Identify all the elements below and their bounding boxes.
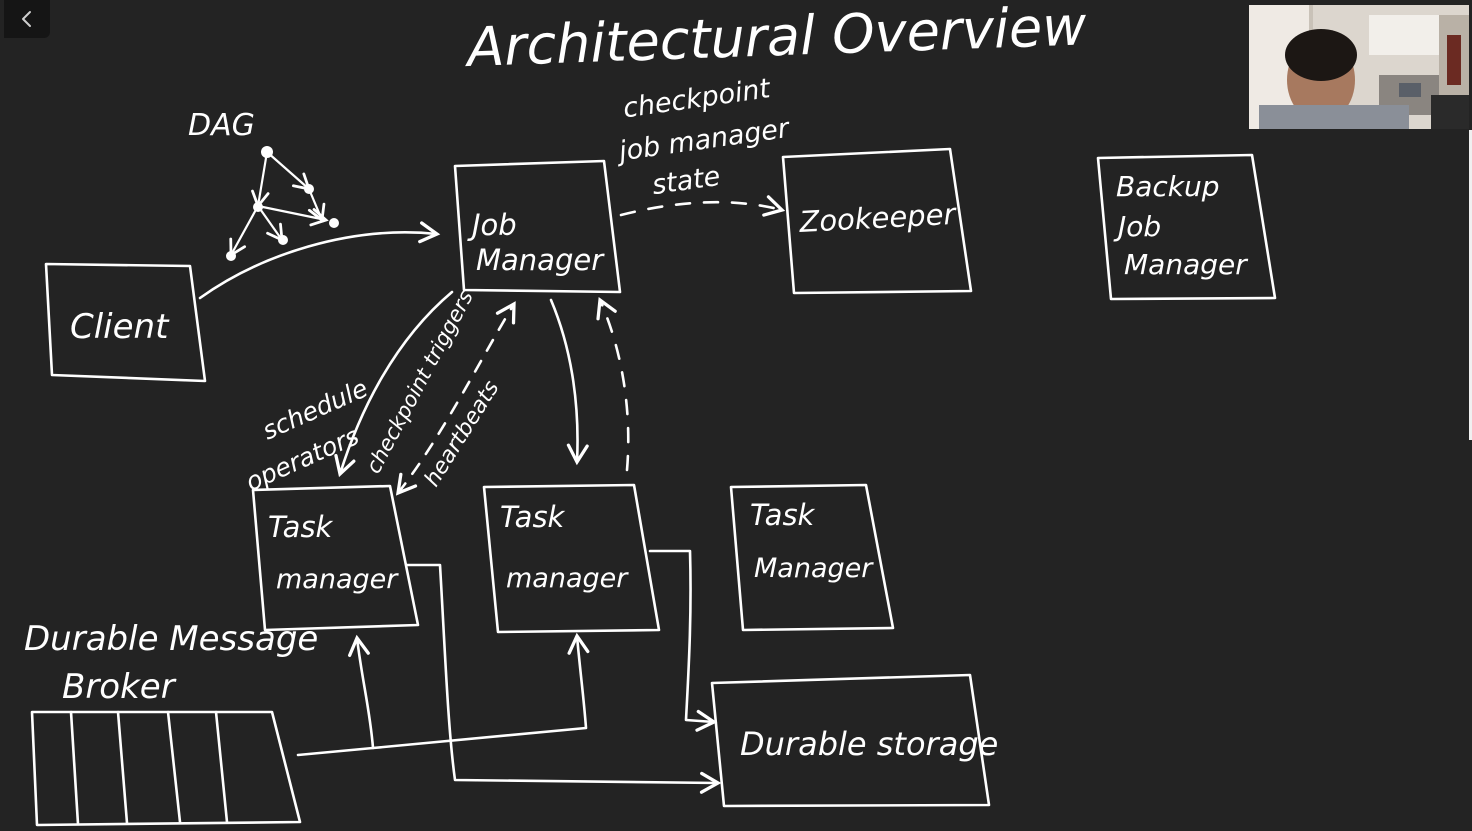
dag-graph [229,150,329,258]
taskmanager2-to-storage-arrow [648,549,718,732]
client-to-jobmanager-arrow [198,221,441,300]
checkpoint-state-label-1: checkpoint [621,73,773,124]
task-manager-3-box [729,483,895,632]
message-broker-queue [30,710,302,827]
task-manager-2-label-1: Task [500,500,566,534]
chevron-left-icon [22,11,31,27]
taskmanager1-to-storage-arrow [405,563,722,794]
heartbeats-label: heartbeats [420,376,505,491]
dag-label: DAG [188,108,255,143]
back-button[interactable] [4,0,50,38]
client-label: Client [70,307,170,347]
client-box [44,262,207,383]
task-manager-2-box [482,483,661,634]
task-manager-2-label-2: manager [506,563,629,594]
jobmanager-to-zookeeper-arrow [619,195,786,217]
backup-job-manager-label-3: Manager [1124,248,1248,281]
task-manager-1-box [251,484,420,632]
task-manager-3-label-2: Manager [754,553,874,584]
backup-job-manager-box [1096,153,1277,301]
message-broker-label-1: Durable Message [24,619,318,659]
backup-job-manager-label-1: Backup [1116,170,1220,203]
taskmanager2-to-jobmanager-arrow [596,296,630,472]
task-manager-1-label-2: manager [276,564,399,595]
zookeeper-box [781,147,973,295]
broker-to-taskmanager1-arrow [296,634,375,757]
zookeeper-label: Zookeeper [798,197,959,239]
jobmanager-to-taskmanager2-arrow [549,298,589,466]
job-manager-label-2: Manager [476,243,605,277]
message-broker-label-2: Broker [62,667,177,707]
page-title: Architectural Overview [463,0,1088,79]
task-manager-1-label-1: Task [268,510,334,544]
broker-to-taskmanager2-arrow [371,632,590,750]
task-manager-3-label-1: Task [750,498,816,532]
webcam-video [1249,5,1469,129]
durable-storage-box [710,673,991,808]
checkpoint-state-label-3: state [650,161,722,201]
job-manager-label-1: Job [467,208,517,242]
job-manager-box [453,159,622,294]
dag-nodes [226,146,339,261]
heartbeats-arrow [395,301,516,496]
backup-job-manager-label-2: Job [1113,210,1161,243]
scrollbar[interactable] [1469,130,1472,440]
durable-storage-label: Durable storage [740,725,998,763]
